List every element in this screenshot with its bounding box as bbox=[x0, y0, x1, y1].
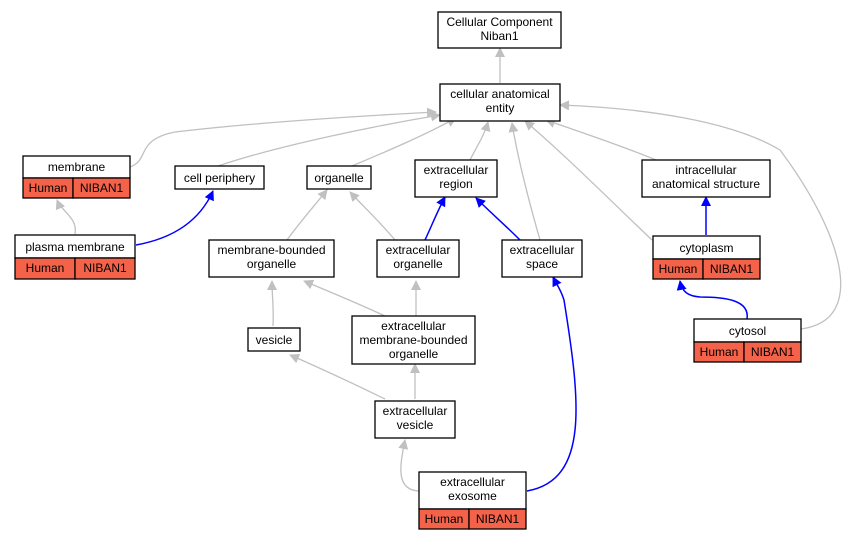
node-extracellular-exosome[interactable]: extracellular exosome Human NIBAN1 bbox=[418, 471, 527, 530]
node-line-2: exosome bbox=[448, 489, 497, 503]
node-intracellular-anatomical-structure[interactable]: intracellular anatomical structure bbox=[641, 159, 771, 198]
node-line-1: extracellular bbox=[424, 163, 489, 177]
gene-label: NIBAN1 bbox=[476, 512, 520, 526]
node-organelle[interactable]: organelle bbox=[306, 165, 372, 190]
node-line-3: organelle bbox=[389, 347, 439, 361]
edges bbox=[55, 47, 842, 492]
node-line-2: organelle bbox=[247, 257, 297, 271]
edge-cytoplasm-to-cae bbox=[524, 120, 653, 241]
gene-label: NIBAN1 bbox=[80, 181, 124, 195]
edge-ec-space-to-ec-region bbox=[475, 197, 521, 241]
node-line-2: membrane-bounded bbox=[359, 333, 467, 347]
edge-ec-space-to-cae bbox=[508, 122, 541, 241]
edge-intracellular-to-cae bbox=[545, 118, 657, 161]
edge-cell-periphery-to-cae bbox=[217, 111, 441, 167]
node-line-2: anatomical structure bbox=[652, 177, 760, 191]
node-line-1: extracellular bbox=[510, 243, 575, 257]
node-label: vesicle bbox=[256, 333, 293, 347]
node-extracellular-membrane-bounded-organelle[interactable]: extracellular membrane-bounded organelle bbox=[351, 315, 476, 365]
node-line-1: intracellular bbox=[675, 163, 736, 177]
species-label: Human bbox=[659, 262, 698, 276]
node-label: cell periphery bbox=[184, 171, 255, 185]
edge-ec-region-to-cae bbox=[469, 121, 491, 161]
node-extracellular-vesicle[interactable]: extracellular vesicle bbox=[374, 400, 456, 439]
edge-ec-organelle-to-organelle bbox=[349, 191, 396, 241]
node-line-1: cellular anatomical bbox=[450, 87, 549, 101]
node-line-1: extracellular bbox=[383, 404, 448, 418]
node-membrane-bounded-organelle[interactable]: membrane-bounded organelle bbox=[208, 239, 335, 278]
edge-ec-organelle-to-ec-region bbox=[424, 196, 446, 241]
node-label: cytosol bbox=[729, 324, 766, 338]
edge-ec-exosome-to-ec-vesicle bbox=[398, 439, 420, 492]
edge-ec-exosome-to-ec-space bbox=[526, 276, 577, 492]
node-vesicle[interactable]: vesicle bbox=[247, 327, 301, 352]
node-line-1: extracellular bbox=[381, 319, 446, 333]
node-line-2: space bbox=[526, 257, 558, 271]
species-label: Human bbox=[26, 261, 65, 275]
species-label: Human bbox=[700, 345, 739, 359]
species-label: Human bbox=[425, 512, 464, 526]
gene-label: NIBAN1 bbox=[710, 262, 754, 276]
edge-vesicle-to-mb-organelle bbox=[267, 280, 278, 327]
node-label: membrane bbox=[48, 160, 106, 174]
edge-membrane-to-cae bbox=[129, 107, 437, 168]
edge-plasma-membrane-to-membrane bbox=[55, 199, 76, 235]
node-line-2: region bbox=[439, 177, 472, 191]
species-label: Human bbox=[29, 181, 68, 195]
edge-ec-vesicle-to-vesicle bbox=[289, 353, 386, 400]
gene-label: NIBAN1 bbox=[83, 261, 127, 275]
node-line-2: entity bbox=[486, 101, 515, 115]
node-extracellular-organelle[interactable]: extracellular organelle bbox=[376, 239, 460, 278]
node-line-1: extracellular bbox=[386, 243, 451, 257]
node-line-1: extracellular bbox=[440, 475, 505, 489]
node-label: cytoplasm bbox=[679, 241, 733, 255]
node-line-1: Cellular Component bbox=[446, 15, 553, 29]
node-membrane[interactable]: membrane Human NIBAN1 bbox=[22, 155, 131, 199]
node-line-2: organelle bbox=[393, 257, 443, 271]
node-line-2: Niban1 bbox=[480, 29, 518, 43]
edge-cytosol-to-cytoplasm bbox=[676, 280, 748, 320]
node-extracellular-region[interactable]: extracellular region bbox=[414, 159, 498, 198]
gene-label: NIBAN1 bbox=[751, 345, 795, 359]
node-label: organelle bbox=[314, 171, 364, 185]
edge-mb-organelle-to-organelle bbox=[286, 189, 328, 241]
node-cellular-component-niban1[interactable]: Cellular Component Niban1 bbox=[437, 11, 562, 49]
node-extracellular-space[interactable]: extracellular space bbox=[501, 239, 583, 278]
node-line-1: membrane-bounded bbox=[217, 243, 325, 257]
node-cell-periphery[interactable]: cell periphery bbox=[174, 165, 265, 190]
node-cytosol[interactable]: cytosol Human NIBAN1 bbox=[693, 318, 802, 363]
edge-organelle-to-cae bbox=[351, 117, 457, 167]
node-plasma-membrane[interactable]: plasma membrane Human NIBAN1 bbox=[14, 234, 136, 280]
node-line-2: vesicle bbox=[397, 418, 434, 432]
node-label: plasma membrane bbox=[25, 240, 125, 254]
node-cellular-anatomical-entity[interactable]: cellular anatomical entity bbox=[439, 83, 561, 122]
edge-cytosol-to-cae bbox=[559, 100, 842, 330]
node-cytoplasm[interactable]: cytoplasm Human NIBAN1 bbox=[652, 235, 761, 280]
edge-plasma-membrane-to-cell-periphery bbox=[135, 190, 214, 246]
edge-ec-mb-organelle-to-mb-organelle bbox=[303, 279, 386, 317]
